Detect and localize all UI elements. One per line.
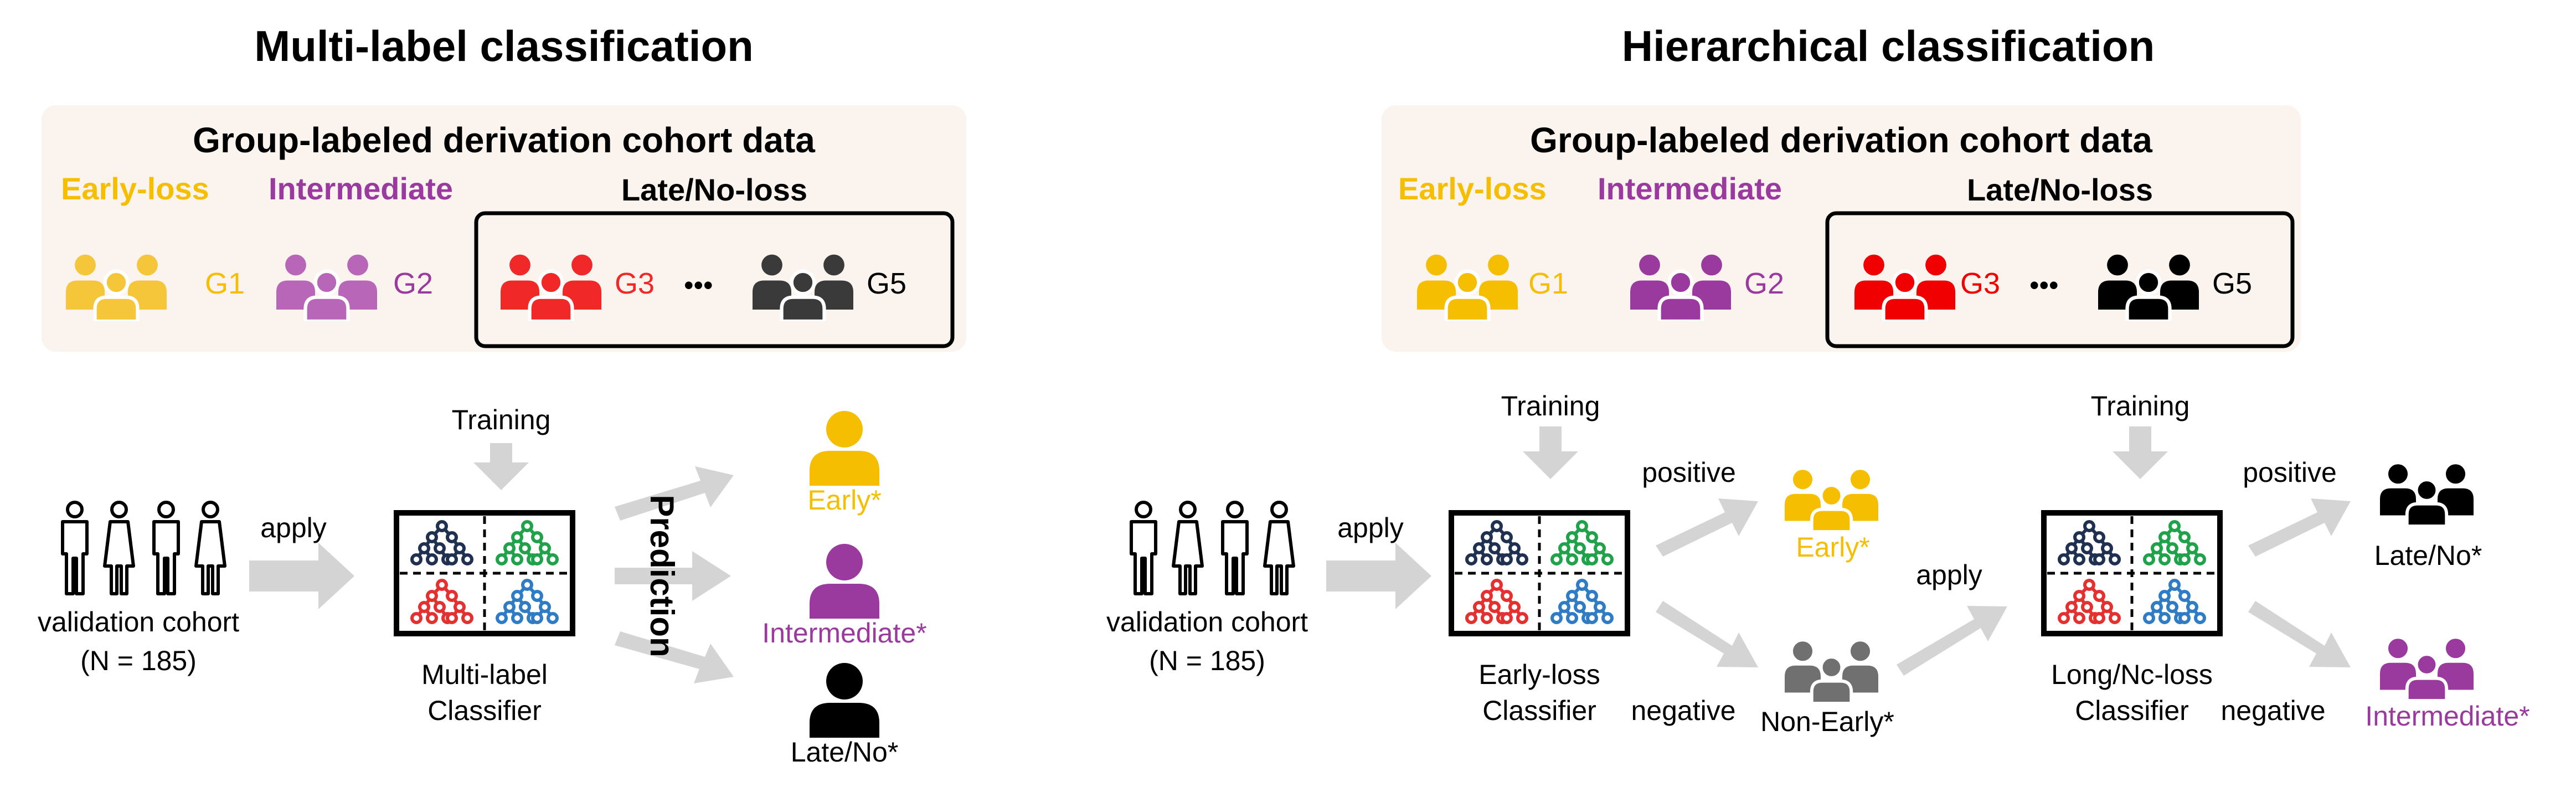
- right-early-output: Early*: [1796, 532, 1869, 563]
- right-training2-label: Training: [2091, 390, 2190, 421]
- right-training1-label: Training: [1501, 390, 1600, 421]
- right-positive2-arrow: [2248, 498, 2351, 557]
- right-classifier2-line1: Long/Nc-loss: [2051, 659, 2213, 690]
- right-cohort-box: Group-labeled derivation cohort data Ear…: [1382, 105, 2301, 352]
- right-late-box: [1825, 211, 2295, 348]
- right-apply2-arrow: [1897, 606, 2007, 676]
- left-g3-label: G3: [615, 267, 655, 300]
- right-validation-label: validation cohort: [1106, 606, 1308, 637]
- left-early-label: Early-loss: [61, 171, 209, 206]
- left-cohort-title: Group-labeled derivation cohort data: [193, 120, 815, 160]
- right-classifier1-icon: [1451, 513, 1627, 634]
- right-positive1-arrow: [1656, 498, 1758, 557]
- left-classifier-icon: [396, 513, 573, 634]
- right-late-output-icon: [2380, 464, 2474, 526]
- left-g5-label: G5: [867, 267, 906, 300]
- left-title: Multi-label classification: [254, 22, 754, 70]
- right-negative2-label: negative: [2220, 695, 2325, 726]
- right-positive2-label: positive: [2243, 457, 2337, 488]
- left-intermediate-output-icon: [810, 544, 879, 619]
- left-g2-label: G2: [393, 267, 433, 300]
- left-cohort-background: [42, 105, 966, 352]
- right-g1-label: G1: [1528, 267, 1568, 300]
- right-intermediate-output: Intermediate*: [2365, 701, 2529, 732]
- left-validation-label: validation cohort: [38, 606, 239, 637]
- left-panel: Multi-label classification Group-labeled…: [38, 22, 966, 768]
- right-positive1-label: positive: [1642, 457, 1736, 488]
- right-classifier2-icon: [2044, 513, 2220, 634]
- left-apply-arrow: [249, 543, 354, 609]
- left-validation-n: (N = 185): [80, 645, 197, 676]
- left-early-output: Early*: [807, 485, 881, 516]
- left-prediction-arrow-down: [615, 631, 734, 683]
- right-g5-label: G5: [2212, 267, 2252, 300]
- left-early-output-icon: [810, 411, 879, 486]
- right-intermediate-label: Intermediate: [1598, 171, 1782, 206]
- right-late-output: Late/No*: [2374, 540, 2482, 571]
- right-ellipsis: •••: [2029, 270, 2059, 301]
- right-title: Hierarchical classification: [1622, 22, 2155, 70]
- left-late-output-icon: [810, 663, 879, 738]
- right-g3-label: G3: [1960, 267, 2000, 300]
- left-ellipsis: •••: [684, 270, 713, 301]
- right-non-early-output: Non-Early*: [1760, 706, 1894, 737]
- left-validation-cohort-icon: [63, 502, 225, 594]
- right-apply1-arrow: [1326, 543, 1431, 609]
- right-intermediate-output-icon: [2380, 639, 2474, 701]
- left-training-label: Training: [452, 404, 551, 435]
- left-prediction-label: Prediction: [643, 495, 681, 657]
- right-negative1-arrow: [1656, 601, 1758, 667]
- left-cohort-box: Group-labeled derivation cohort data Ear…: [42, 105, 966, 352]
- right-apply2-label: apply: [1916, 559, 1982, 590]
- left-g1-label: G1: [205, 267, 245, 300]
- left-classifier-line2: Classifier: [427, 695, 542, 726]
- right-g2-label: G2: [1744, 267, 1784, 300]
- right-panel: Hierarchical classification Group-labele…: [1106, 22, 2530, 737]
- left-training-arrow: [473, 443, 529, 490]
- left-late-box: [474, 211, 955, 348]
- left-late-output: Late/No*: [791, 737, 899, 768]
- right-early-output-icon: [1785, 470, 1878, 532]
- right-classifier2-line2: Classifier: [2075, 695, 2189, 726]
- left-intermediate-output: Intermediate*: [762, 618, 926, 649]
- right-negative1-label: negative: [1631, 695, 1735, 726]
- left-prediction-arrow-mid: [615, 551, 731, 601]
- left-classifier-line1: Multi-label: [421, 659, 548, 690]
- left-late-label: Late/No-loss: [621, 172, 807, 207]
- right-classifier1-line2: Classifier: [1482, 695, 1596, 726]
- right-non-early-output-icon: [1785, 641, 1878, 703]
- right-early-label: Early-loss: [1398, 171, 1547, 206]
- left-apply-label: apply: [260, 512, 327, 543]
- right-classifier1-line1: Early-loss: [1478, 659, 1600, 690]
- right-late-label: Late/No-loss: [1967, 172, 2153, 207]
- right-cohort-background: [1382, 105, 2301, 352]
- left-prediction-arrow-up: [615, 466, 734, 521]
- right-training1-arrow: [1523, 426, 1578, 479]
- right-training2-arrow: [2113, 426, 2168, 479]
- right-negative2-arrow: [2248, 601, 2351, 667]
- right-cohort-title: Group-labeled derivation cohort data: [1530, 120, 2152, 160]
- left-intermediate-label: Intermediate: [269, 171, 453, 206]
- right-apply1-label: apply: [1337, 512, 1404, 543]
- right-validation-n: (N = 185): [1149, 645, 1265, 676]
- right-validation-cohort-icon: [1131, 502, 1294, 594]
